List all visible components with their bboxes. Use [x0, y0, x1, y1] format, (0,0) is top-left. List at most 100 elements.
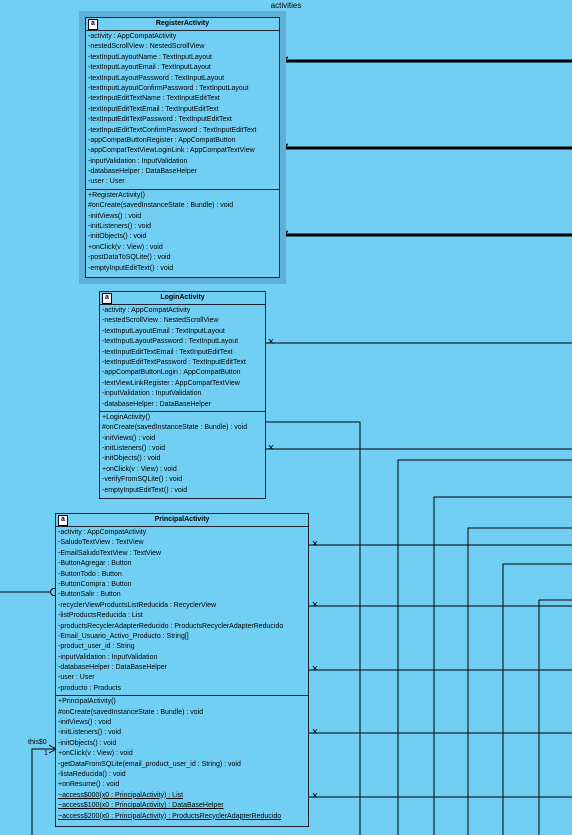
attribute[interactable]: -Email_Usuario_Activo_Producto : String[… — [58, 632, 189, 640]
attribute[interactable]: -databaseHelper : DataBaseHelper — [102, 400, 211, 408]
method[interactable]: -getDataFromSQLite(email_product_user_id… — [58, 760, 241, 768]
attribute[interactable]: -recyclerViewProductsListReducida : Recy… — [58, 601, 217, 609]
attribute[interactable]: -textViewLinkRegister : AppCompatTextVie… — [102, 379, 240, 387]
attribute[interactable]: -activity : AppCompatActivity — [58, 529, 147, 536]
class-icon: a — [102, 293, 112, 304]
attribute[interactable]: -textInputLayoutPassword : TextInputLayo… — [102, 338, 239, 346]
attributes-compartment: -activity : AppCompatActivity -nestedScr… — [86, 31, 279, 189]
attribute[interactable]: -databaseHelper : DataBaseHelper — [88, 168, 197, 176]
method[interactable]: +RegisterActivity() — [88, 191, 145, 199]
role-label: this$0 — [28, 739, 47, 746]
attribute[interactable]: -nestedScrollView : NestedScrollView — [88, 43, 205, 51]
attribute[interactable]: -appCompatTextViewLoginLink : AppCompatT… — [88, 147, 255, 155]
nav-x-marker: × — [311, 538, 319, 550]
method[interactable]: -listaReducida() : void — [58, 770, 126, 778]
attribute[interactable]: -textInputLayoutName : TextInputLayout — [88, 53, 213, 61]
method[interactable]: #onCreate(savedInstanceState : Bundle) :… — [58, 708, 204, 716]
method[interactable]: -emptyInputEditText() : void — [88, 264, 174, 272]
attribute[interactable]: -EmailSaludoTextView : TextView — [58, 549, 162, 557]
attribute[interactable]: -textInputLayoutEmail : TextInputLayout — [102, 327, 225, 335]
method[interactable]: -initObjects() : void — [102, 455, 161, 463]
method[interactable]: -initViews() : void — [88, 212, 142, 220]
method[interactable]: +onClick(v : View) : void — [102, 465, 177, 473]
attribute[interactable]: -textInputLayoutPassword : TextInputLayo… — [88, 74, 225, 82]
attribute[interactable]: -activity : AppCompatActivity — [88, 33, 177, 40]
method[interactable]: +onClick(v : View) : void — [58, 750, 133, 758]
method[interactable]: -initViews() : void — [102, 434, 156, 442]
attribute[interactable]: -appCompatButtonRegister : AppCompatButt… — [88, 136, 236, 144]
class-register-activity[interactable]: a RegisterActivity -activity : AppCompatA… — [79, 11, 286, 284]
connector-d — [502, 563, 572, 835]
attribute[interactable]: -textInputEditTextConfirmPassword : Text… — [88, 126, 257, 134]
package-title: activities — [270, 1, 302, 10]
method[interactable]: +onClick(v : View) : void — [88, 243, 163, 251]
method[interactable]: -initObjects() : void — [58, 739, 117, 747]
attribute[interactable]: -listProductsReducida : List — [58, 612, 143, 620]
method[interactable]: +PrincipalActivity() — [58, 698, 116, 706]
attribute[interactable]: -nestedScrollView : NestedScrollView — [102, 317, 219, 325]
connector-c — [467, 527, 572, 835]
class-name: LoginActivity — [160, 294, 205, 301]
class-icon: a — [88, 19, 98, 30]
attribute[interactable]: -ButtonAgregar : Button — [58, 560, 132, 568]
attribute[interactable]: -SaludoTextView : TextView — [58, 539, 144, 547]
attributes-compartment: -activity : AppCompatActivity -SaludoTex… — [56, 527, 308, 695]
nav-x-marker: × — [281, 139, 289, 154]
attribute[interactable]: -ButtonSalir : Button — [58, 591, 121, 599]
nav-x-marker: × — [281, 52, 289, 67]
attribute[interactable]: -databaseHelper : DataBaseHelper — [58, 664, 167, 672]
attribute[interactable]: -textInputLayoutConfirmPassword : TextIn… — [88, 84, 249, 92]
attribute[interactable]: -textInputEditTextEmail : TextInputEditT… — [88, 105, 219, 113]
this0-line — [31, 748, 56, 835]
method[interactable]: -initViews() : void — [58, 719, 112, 727]
method[interactable]: +onResume() : void — [58, 781, 120, 789]
nav-x-marker: × — [311, 726, 319, 738]
attribute[interactable]: -productsRecyclerAdapterReducido : Produ… — [58, 622, 284, 630]
attribute[interactable]: -appCompatButtonLogin : AppCompatButton — [102, 369, 241, 377]
nav-x-marker: × — [311, 790, 319, 802]
nav-x-marker: × — [267, 442, 275, 454]
class-icon: a — [58, 515, 68, 526]
method[interactable]: ~access$200(x0 : PrincipalActivity) : Pr… — [58, 812, 282, 820]
attribute[interactable]: -product_user_id : String — [58, 643, 135, 651]
attribute[interactable]: -inputValidation : InputValidation — [88, 157, 188, 165]
methods-compartment: +RegisterActivity() #onCreate(savedInsta… — [86, 188, 279, 275]
methods-compartment: +PrincipalActivity() #onCreate(savedInst… — [56, 695, 308, 823]
class-name: RegisterActivity — [155, 20, 210, 27]
attribute[interactable]: -textInputEditTextPassword : TextInputEd… — [88, 116, 232, 124]
attribute[interactable]: -ButtonTodo : Button — [58, 570, 122, 578]
attribute[interactable]: -ButtonCompra : Button — [58, 580, 132, 588]
method[interactable]: #onCreate(savedInstanceState : Bundle) :… — [88, 202, 234, 210]
method[interactable]: #onCreate(savedInstanceState : Bundle) :… — [102, 424, 248, 432]
method[interactable]: -emptyInputEditText() : void — [102, 486, 188, 494]
methods-compartment: +LoginActivity() #onCreate(savedInstance… — [100, 410, 265, 497]
method[interactable]: +LoginActivity() — [102, 413, 151, 421]
method[interactable]: -initListeners() : void — [88, 223, 152, 231]
method[interactable]: -postDataToSQLite() : void — [88, 254, 171, 262]
nav-x-marker: × — [281, 226, 289, 241]
connector-a — [397, 459, 572, 835]
attribute[interactable]: -textInputLayoutEmail : TextInputLayout — [88, 64, 211, 72]
attribute[interactable]: -inputValidation : InputValidation — [58, 653, 158, 661]
attribute[interactable]: -user : User — [88, 178, 125, 186]
attribute[interactable]: -textInputEditTextEmail : TextInputEditT… — [102, 348, 233, 356]
method[interactable]: ~access$000(x0 : PrincipalActivity) : Li… — [58, 791, 184, 799]
nav-x-marker: × — [311, 663, 319, 675]
nav-x-marker: × — [267, 336, 275, 348]
method[interactable]: ~access$100(x0 : PrincipalActivity) : Da… — [58, 802, 224, 810]
nav-x-marker: × — [311, 599, 319, 611]
method[interactable]: -initListeners() : void — [58, 729, 122, 737]
attribute[interactable]: -textInputEditTextPassword : TextInputEd… — [102, 358, 246, 366]
class-login-activity[interactable]: a LoginActivity -activity : AppCompatActi… — [99, 291, 266, 499]
method[interactable]: -initObjects() : void — [88, 233, 147, 241]
attribute[interactable]: -inputValidation : InputValidation — [102, 390, 202, 398]
attribute[interactable]: -textInputEditTextName : TextInputEditTe… — [88, 95, 220, 103]
method[interactable]: -initListeners() : void — [102, 445, 166, 453]
attribute[interactable]: -producto : Products — [58, 684, 122, 692]
attribute[interactable]: -user : User — [58, 674, 95, 682]
method[interactable]: -verifyFromSQLite() : void — [102, 476, 183, 484]
attributes-compartment: -activity : AppCompatActivity -nestedScr… — [100, 305, 265, 411]
attribute[interactable]: -activity : AppCompatActivity — [102, 307, 191, 314]
